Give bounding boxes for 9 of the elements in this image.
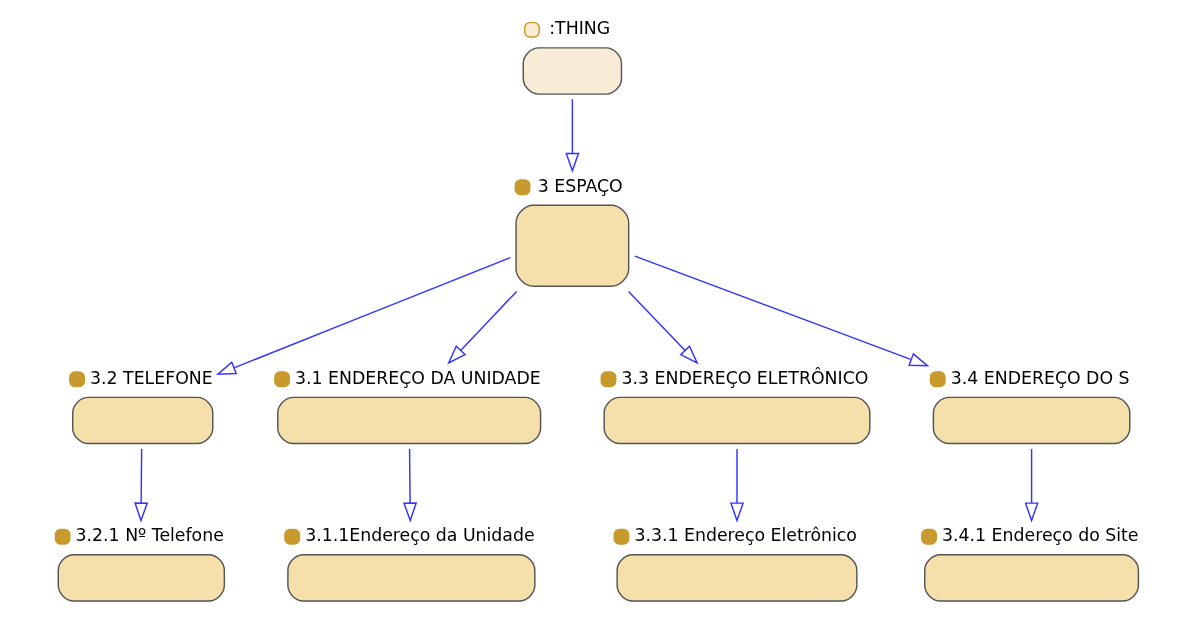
arrow [565,98,580,173]
arrow [215,256,511,376]
arrow [1024,448,1039,523]
arrow [447,290,518,365]
arrow [634,255,930,367]
arrow [627,290,699,365]
arrow [729,448,745,523]
arrow [134,448,149,523]
arrow [403,448,418,523]
